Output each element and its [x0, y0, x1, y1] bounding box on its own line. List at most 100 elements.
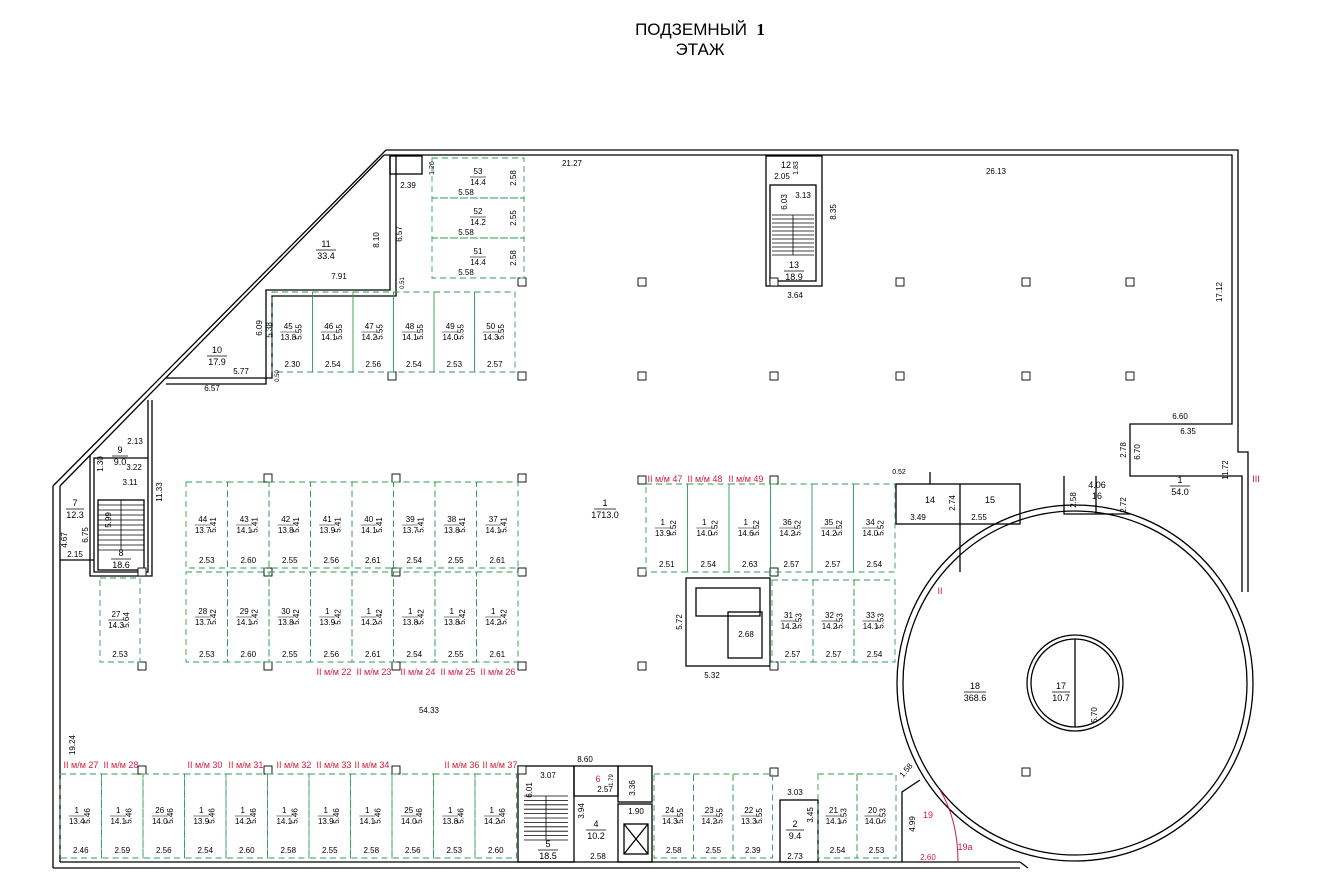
dim-label: 3.13: [795, 191, 811, 200]
parking-space: [431, 237, 525, 279]
room-area: 1713.0: [591, 510, 619, 520]
red-label-34: II м/м 34: [355, 760, 390, 770]
dim-label: 5.72: [675, 614, 684, 630]
space-number: 52: [474, 207, 483, 216]
space-number: 25: [404, 806, 413, 815]
room-number: 16: [1092, 491, 1102, 501]
room-area: 10.2: [587, 831, 605, 841]
space-depth: 2.55: [509, 210, 518, 226]
space-depth: 5.41: [333, 517, 342, 533]
space-area: 14.1: [826, 817, 842, 826]
space-area: 14.6: [738, 529, 754, 538]
space-width: 2.54: [866, 560, 882, 569]
dimensions: 21.27 26.13 17.12 6.60 6.35 11.72 2.78 6…: [60, 159, 1230, 861]
column: [769, 277, 779, 287]
dim-label: 6.75: [81, 527, 90, 543]
parking-space: [433, 773, 476, 859]
dim-label: 7.91: [331, 272, 347, 281]
space-number: 1: [450, 607, 455, 616]
space-number: 34: [866, 518, 875, 527]
space-width: 2.56: [365, 360, 381, 369]
space-width: 2.61: [489, 556, 505, 565]
room-4: 410.2: [586, 819, 606, 841]
room-1-right: 154.0: [1170, 475, 1190, 497]
space-number: 20: [868, 806, 877, 815]
space-depth: 5.46: [456, 808, 465, 824]
room-number: 1: [1177, 475, 1182, 485]
space-depth: 5.52: [710, 520, 719, 536]
space-number: 1: [325, 607, 330, 616]
red-label-27: II м/м 27: [64, 760, 99, 770]
space-width: 2.59: [114, 846, 130, 855]
column: [137, 765, 147, 775]
space-area: 13.9: [318, 817, 334, 826]
parking-space: [732, 773, 773, 859]
column: [263, 765, 273, 775]
column: [391, 765, 401, 775]
space-area: 14.2: [361, 618, 377, 627]
space-number: 30: [281, 607, 290, 616]
space-number: 1: [702, 518, 707, 527]
column: [517, 661, 527, 671]
column: [769, 767, 779, 777]
space-depth: 5.46: [124, 808, 133, 824]
dim-label: 5.77: [233, 367, 249, 376]
space-number: 46: [324, 322, 333, 331]
space-number: 51: [474, 247, 483, 256]
space-area: 13.8: [402, 618, 418, 627]
parking-space: [142, 773, 185, 859]
space-area: 13.8: [280, 333, 296, 342]
dim-label: 19.24: [68, 734, 77, 755]
dim-label: 4.99: [908, 816, 917, 832]
space-depth: 5.46: [373, 808, 382, 824]
door-arc-red: [939, 789, 959, 863]
space-area: 14.1: [110, 817, 126, 826]
room-area: 12.3: [66, 510, 84, 520]
dim-label: 1.58: [898, 761, 915, 779]
space-number: 41: [323, 515, 332, 524]
space-number: 32: [825, 611, 834, 620]
space-number: 39: [406, 515, 415, 524]
room-number: 5: [545, 839, 550, 849]
parking-space: [853, 579, 896, 663]
column: [1021, 371, 1031, 381]
space-width: 2.55: [282, 650, 298, 659]
space-depth: 5.55: [375, 324, 384, 340]
space-area: 14.2: [484, 817, 500, 826]
space-number: 1: [448, 806, 453, 815]
room-area: 368.6: [964, 693, 987, 703]
space-number: 1: [408, 607, 413, 616]
space-area: 14.1: [359, 817, 375, 826]
red-label-22: II м/м 22: [317, 667, 352, 677]
column: [517, 765, 527, 775]
parking-space: [474, 773, 517, 859]
room-area: 9.4: [789, 831, 802, 841]
column: [1125, 371, 1135, 381]
room-7: 712.3: [66, 498, 84, 520]
dim-label: 5.38: [265, 322, 274, 338]
space-area: 14.1: [321, 333, 337, 342]
room-15-number: 15: [985, 495, 995, 505]
red-labels: 6 19 19a II III II м/м 47 II м/м 48 II м…: [64, 474, 1260, 852]
space-depth: 2.58: [509, 250, 518, 266]
space-width: 2.55: [705, 846, 721, 855]
space-number: 38: [447, 515, 456, 524]
space-width: 2.53: [446, 360, 462, 369]
space-area: 13.8: [444, 526, 460, 535]
title-line-2: ЭТАЖ: [675, 40, 725, 59]
space-width: 2.53: [446, 846, 462, 855]
space-area: 14.0: [152, 817, 168, 826]
space-depth: 5.55: [335, 324, 344, 340]
zone-iii-label: III: [1252, 474, 1260, 484]
space-area: 14.0: [442, 333, 458, 342]
dim-label: 2.15: [67, 550, 83, 559]
dim-label: 26.13: [986, 167, 1007, 176]
parking-space: [225, 773, 268, 859]
dim-label: 0.50: [275, 370, 281, 382]
space-depth: 5.55: [755, 808, 764, 824]
dim-label: 1.79: [609, 774, 615, 786]
space-width: 2.60: [240, 650, 256, 659]
space-depth: 5.41: [416, 517, 425, 533]
space-depth: 5.42: [375, 609, 384, 625]
space-number: 45: [284, 322, 293, 331]
